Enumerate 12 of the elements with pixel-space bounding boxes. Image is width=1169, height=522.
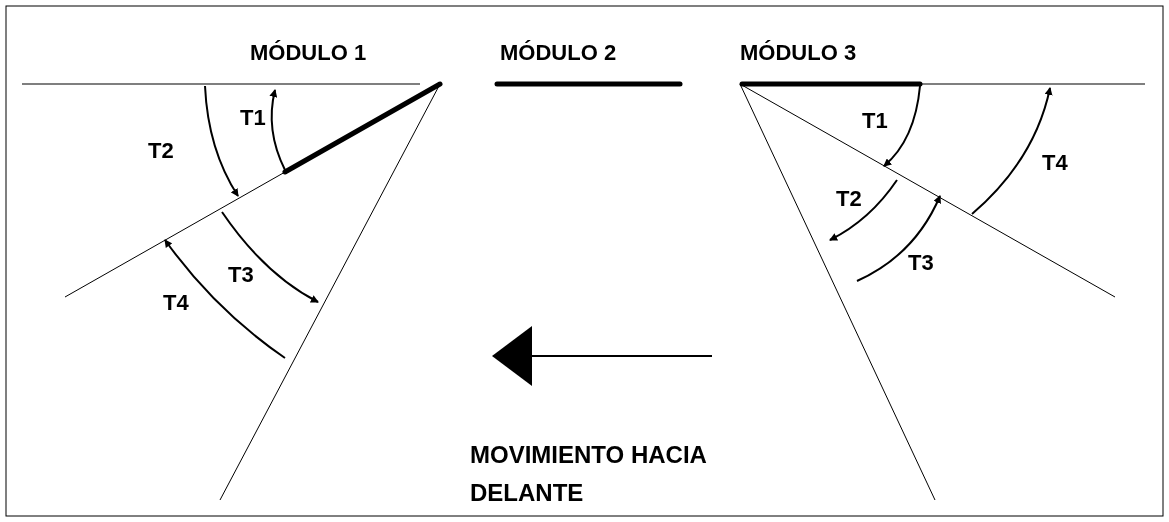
angle-label: T3 <box>908 250 934 276</box>
angle-label: T4 <box>1042 150 1068 176</box>
angle-label: T2 <box>836 186 862 212</box>
angle-label: T1 <box>862 108 888 134</box>
angle-label: T3 <box>228 262 254 288</box>
module-label: MÓDULO 3 <box>740 40 857 66</box>
angle-label: T1 <box>240 105 266 131</box>
module-label: MÓDULO 1 <box>250 40 367 66</box>
angle-label: T2 <box>148 138 174 164</box>
module-label: MÓDULO 2 <box>500 40 617 66</box>
caption-text: MOVIMIENTO HACIA DELANTE <box>470 440 707 508</box>
angle-label: T4 <box>163 290 189 316</box>
